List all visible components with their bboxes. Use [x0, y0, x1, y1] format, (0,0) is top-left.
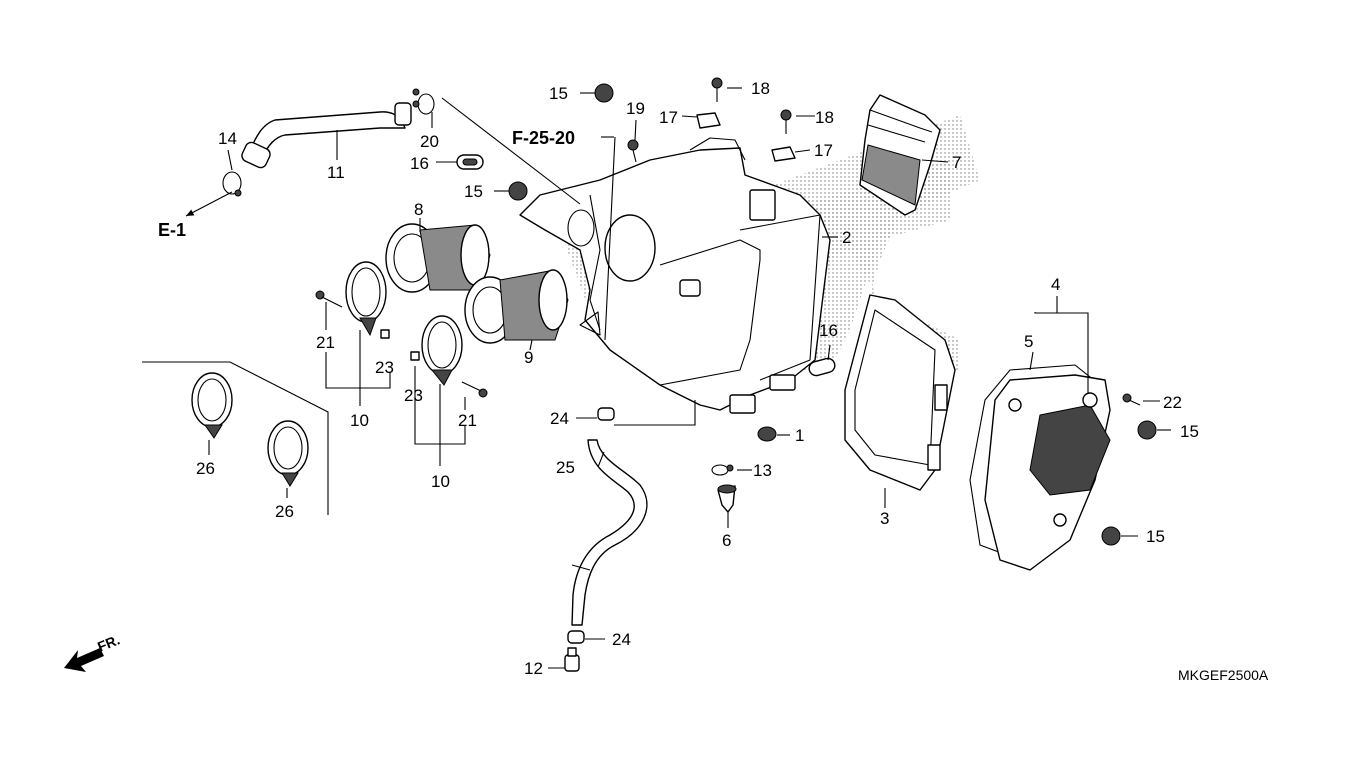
- callout-21b[interactable]: 21: [458, 411, 477, 430]
- air-cleaner-cover: [969, 364, 1111, 571]
- callout-4[interactable]: 4: [1051, 275, 1060, 294]
- air-intake-duct: [859, 94, 941, 216]
- callout-15d[interactable]: 15: [1146, 527, 1165, 546]
- ref-e1[interactable]: E-1: [158, 220, 186, 240]
- callout-15a[interactable]: 15: [549, 84, 568, 103]
- callout-17b[interactable]: 17: [814, 141, 833, 160]
- callout-18a[interactable]: 18: [751, 79, 770, 98]
- callouts: 1 2 3 4 5 6 7 8 9 10 10 11 12 13 14 15 1…: [196, 79, 1199, 678]
- callout-3[interactable]: 3: [880, 509, 889, 528]
- clip-13: [711, 464, 734, 476]
- hose-clip-14: [222, 171, 242, 197]
- grommet-15-low: [1101, 526, 1121, 546]
- clip-17-right: [771, 146, 796, 162]
- callout-14[interactable]: 14: [218, 129, 237, 148]
- clip-17-top: [696, 112, 721, 129]
- screw-22: [1122, 393, 1141, 406]
- callout-1[interactable]: 1: [795, 426, 804, 445]
- clamp-24-lower: [567, 630, 585, 644]
- plug-6: [717, 484, 737, 513]
- callout-26a[interactable]: 26: [196, 459, 215, 478]
- band-26-lower: [267, 420, 309, 487]
- grommet-16-upper: [456, 154, 484, 170]
- air-filter-element: [844, 294, 956, 491]
- callout-21a[interactable]: 21: [316, 333, 335, 352]
- callout-7[interactable]: 7: [952, 153, 961, 172]
- air-cleaner-housing: [519, 137, 831, 414]
- leader-lines: [142, 87, 1171, 669]
- bolt-21-upper: [315, 290, 343, 308]
- callout-23b[interactable]: 23: [404, 386, 423, 405]
- drain-tube-25: [571, 439, 648, 626]
- nut-23-upper: [380, 329, 390, 339]
- drain-plug-12: [564, 647, 580, 672]
- callout-19[interactable]: 19: [626, 99, 645, 118]
- callout-25[interactable]: 25: [556, 458, 575, 477]
- grommet-1: [757, 426, 777, 442]
- ref-f2520[interactable]: F-25-20: [512, 128, 575, 148]
- hose-clip-20: [412, 88, 435, 115]
- callout-8[interactable]: 8: [414, 200, 423, 219]
- bolt-21-lower: [461, 381, 488, 398]
- callout-12[interactable]: 12: [524, 659, 543, 678]
- callout-15c[interactable]: 15: [1180, 422, 1199, 441]
- air-funnel-9: [464, 269, 569, 344]
- callout-22[interactable]: 22: [1163, 393, 1182, 412]
- callout-15b[interactable]: 15: [464, 182, 483, 201]
- breather-tube-part: [241, 102, 412, 169]
- callout-9[interactable]: 9: [524, 348, 533, 367]
- nut-23-lower: [410, 351, 420, 361]
- callout-16a[interactable]: 16: [410, 154, 429, 173]
- grommet-15-mid: [508, 181, 528, 201]
- grommet-15-right: [1137, 420, 1157, 440]
- callout-18b[interactable]: 18: [815, 108, 834, 127]
- callout-10a[interactable]: 10: [350, 411, 369, 430]
- callout-10b[interactable]: 10: [431, 472, 450, 491]
- grommet-15-top: [594, 83, 614, 103]
- callout-16b[interactable]: 16: [819, 321, 838, 340]
- clamp-24-upper: [597, 407, 615, 421]
- screw-18-top: [711, 77, 723, 102]
- callout-20[interactable]: 20: [420, 132, 439, 151]
- callout-17a[interactable]: 17: [659, 108, 678, 127]
- screw-19: [627, 139, 639, 163]
- diagram-code: MKGEF2500A: [1178, 667, 1269, 683]
- band-26-upper: [191, 372, 233, 439]
- callout-23a[interactable]: 23: [375, 358, 394, 377]
- front-direction-arrow: FR.: [64, 631, 122, 672]
- screw-18-right: [780, 109, 792, 134]
- grommet-16-lower: [808, 357, 836, 377]
- connecting-band-lower: [421, 315, 463, 386]
- front-label: FR.: [95, 631, 122, 654]
- connecting-band-upper: [345, 261, 387, 337]
- callout-24a[interactable]: 24: [550, 409, 569, 428]
- callout-5[interactable]: 5: [1024, 332, 1033, 351]
- callout-6[interactable]: 6: [722, 531, 731, 550]
- callout-13[interactable]: 13: [753, 461, 772, 480]
- callout-26b[interactable]: 26: [275, 502, 294, 521]
- callout-11[interactable]: 11: [327, 163, 345, 182]
- air-funnel-8: [385, 223, 491, 293]
- callout-24b[interactable]: 24: [612, 630, 631, 649]
- callout-2[interactable]: 2: [842, 228, 851, 247]
